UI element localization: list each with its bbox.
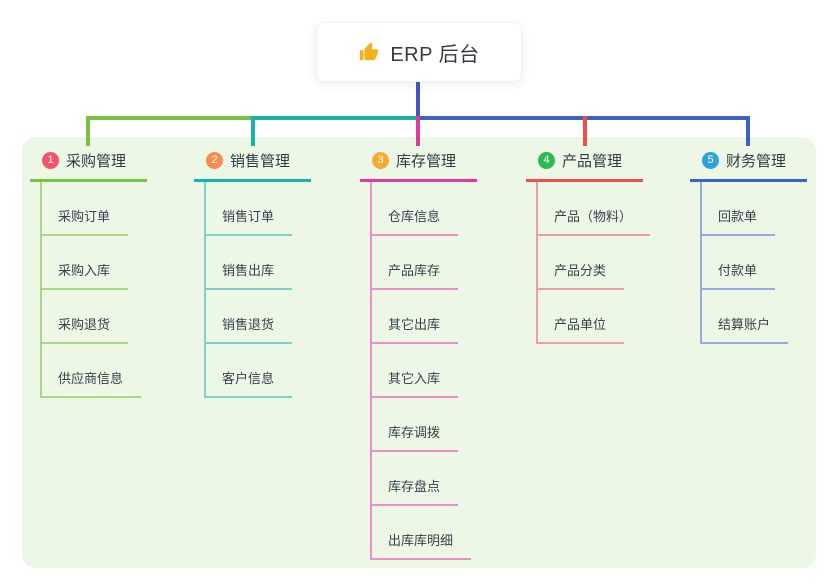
branch-number-badge: 4: [538, 152, 555, 169]
mindmap-child-node[interactable]: 销售出库: [206, 236, 293, 290]
mindmap-child-node[interactable]: 结算账户: [702, 290, 789, 344]
child-label: 结算账户: [718, 317, 771, 332]
mindmap-child-node[interactable]: 供应商信息: [42, 344, 142, 398]
mindmap-child-node[interactable]: 产品单位: [538, 290, 625, 344]
mindmap-child-node[interactable]: 销售订单: [206, 182, 293, 236]
mindmap-child-node[interactable]: 采购订单: [42, 182, 129, 236]
mindmap-child-node[interactable]: 其它入库: [372, 344, 459, 398]
mindmap-child-node[interactable]: 销售退货: [206, 290, 293, 344]
mindmap-child-node[interactable]: 客户信息: [206, 344, 293, 398]
child-label: 供应商信息: [58, 371, 124, 386]
branch-label: 销售管理: [230, 153, 291, 170]
mindmap-child-node[interactable]: 其它出库: [372, 290, 459, 344]
mindmap-child-node[interactable]: 库存盘点: [372, 452, 459, 506]
mindmap-child-node[interactable]: 付款单: [702, 236, 776, 290]
child-label: 产品库存: [388, 263, 441, 278]
child-label: 其它入库: [388, 371, 441, 386]
branch-label: 采购管理: [66, 153, 127, 170]
branch-number-badge: 5: [702, 152, 719, 169]
branch-children: 采购订单采购入库采购退货供应商信息: [40, 182, 147, 398]
mindmap-child-node[interactable]: 产品（物料）: [538, 182, 651, 236]
branch-label: 财务管理: [726, 153, 787, 170]
child-label: 采购入库: [58, 263, 111, 278]
child-label: 销售退货: [222, 317, 275, 332]
mindmap-branch: 2 销售管理 销售订单销售出库销售退货客户信息: [194, 150, 311, 398]
branch-number-badge: 2: [206, 152, 223, 169]
mindmap-child-node[interactable]: 产品分类: [538, 236, 625, 290]
mindmap-branch: 3 库存管理 仓库信息产品库存其它出库其它入库库存调拨库存盘点出库库明细: [360, 150, 477, 560]
branch-number-badge: 3: [372, 152, 389, 169]
mindmap-child-node[interactable]: 出库库明细: [372, 506, 472, 560]
child-label: 采购订单: [58, 209, 111, 224]
mindmap-branch-node[interactable]: 1 采购管理: [30, 150, 147, 182]
branch-children: 销售订单销售出库销售退货客户信息: [204, 182, 311, 398]
child-label: 付款单: [718, 263, 758, 278]
child-label: 销售出库: [222, 263, 275, 278]
mindmap-branch-node[interactable]: 3 库存管理: [360, 150, 477, 182]
child-label: 客户信息: [222, 371, 275, 386]
mindmap-branch: 5 财务管理 回款单付款单结算账户: [690, 150, 807, 344]
branch-number-badge: 1: [42, 152, 59, 169]
root-node[interactable]: ERP 后台: [316, 22, 522, 82]
branch-label: 库存管理: [396, 153, 457, 170]
mindmap-branch-node[interactable]: 2 销售管理: [194, 150, 311, 182]
mindmap-child-node[interactable]: 库存调拨: [372, 398, 459, 452]
mindmap-child-node[interactable]: 仓库信息: [372, 182, 459, 236]
child-label: 产品单位: [554, 317, 607, 332]
child-label: 产品（物料）: [554, 209, 633, 224]
mindmap-child-node[interactable]: 产品库存: [372, 236, 459, 290]
mindmap-branch: 1 采购管理 采购订单采购入库采购退货供应商信息: [30, 150, 147, 398]
branch-children: 仓库信息产品库存其它出库其它入库库存调拨库存盘点出库库明细: [370, 182, 477, 560]
thumbs-up-icon: [360, 42, 379, 61]
child-label: 库存调拨: [388, 425, 441, 440]
child-label: 库存盘点: [388, 479, 441, 494]
mindmap-branch-node[interactable]: 5 财务管理: [690, 150, 807, 182]
branches-background-panel: [22, 137, 816, 568]
child-label: 仓库信息: [388, 209, 441, 224]
mindmap-child-node[interactable]: 采购入库: [42, 236, 129, 290]
child-label: 销售订单: [222, 209, 275, 224]
child-label: 出库库明细: [388, 533, 454, 548]
child-label: 回款单: [718, 209, 758, 224]
root-title: ERP 后台: [390, 43, 480, 66]
child-label: 其它出库: [388, 317, 441, 332]
branch-children: 回款单付款单结算账户: [700, 182, 807, 344]
mindmap-branch: 4 产品管理 产品（物料） 产品分类产品单位: [526, 150, 651, 344]
mindmap-child-node[interactable]: 回款单: [702, 182, 776, 236]
mindmap-branch-node[interactable]: 4 产品管理: [526, 150, 643, 182]
child-label: 采购退货: [58, 317, 111, 332]
branch-children: 产品（物料） 产品分类产品单位: [536, 182, 651, 344]
branch-label: 产品管理: [562, 153, 623, 170]
mindmap-child-node[interactable]: 采购退货: [42, 290, 129, 344]
child-label: 产品分类: [554, 263, 607, 278]
